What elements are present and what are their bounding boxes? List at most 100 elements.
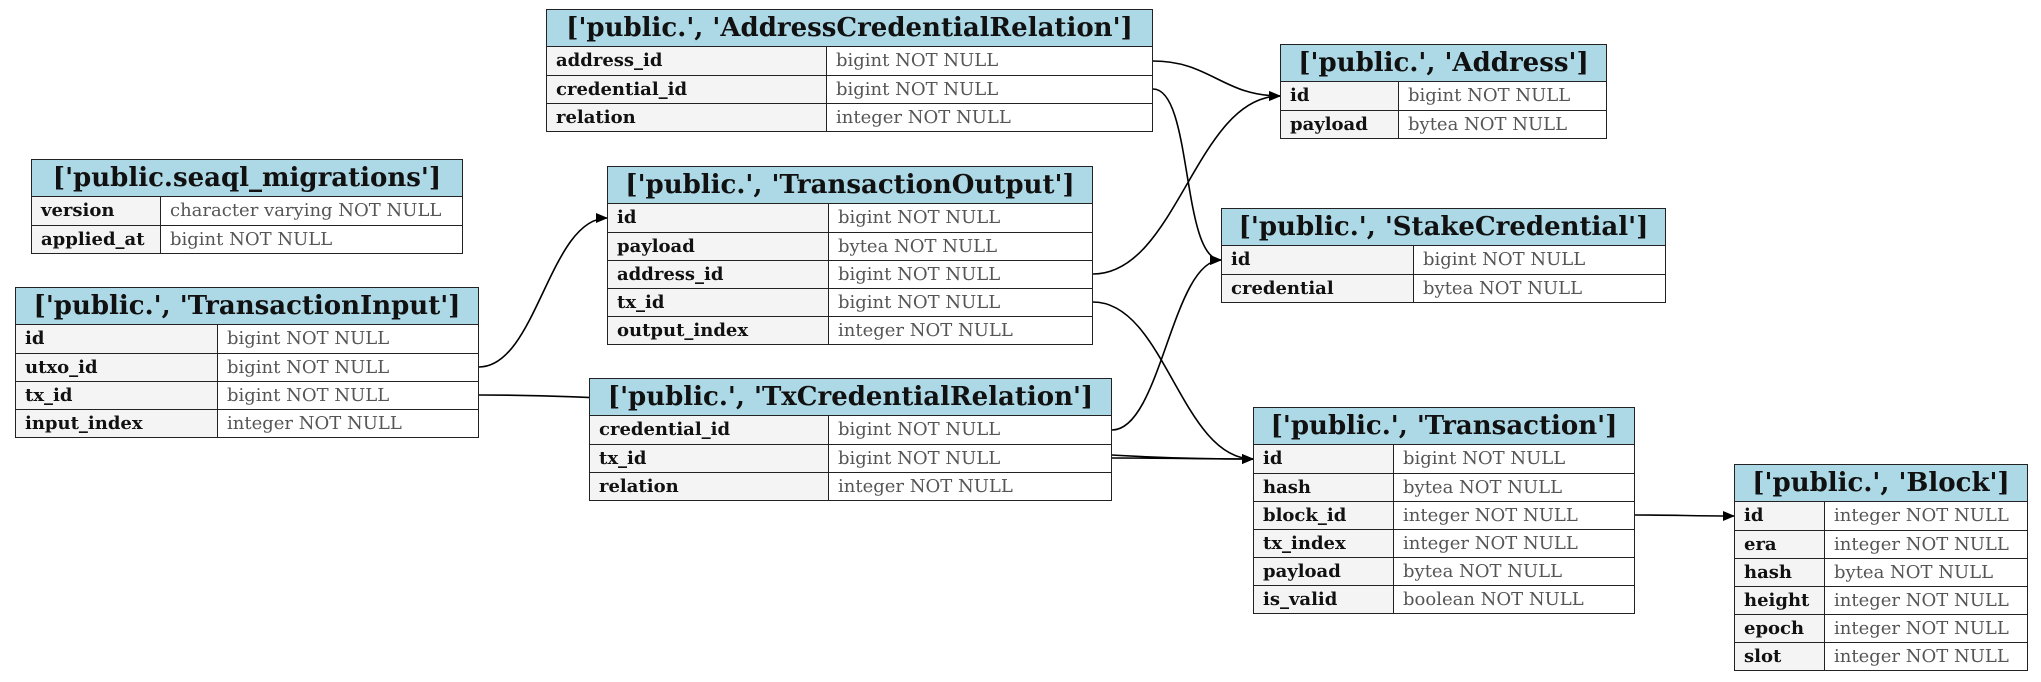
column-name: tx_id: [16, 382, 218, 409]
column-type: bigint NOT NULL: [1403, 448, 1566, 469]
column-name: id: [1254, 445, 1394, 473]
column-name: payload: [608, 233, 829, 260]
column-name: id: [1735, 502, 1825, 530]
table-title: ['public.seaql_migrations']: [32, 160, 462, 197]
column-row-output-index[interactable]: output_index integer NOT NULL: [608, 316, 1092, 344]
column-type: integer NOT NULL: [227, 413, 402, 434]
column-row-epoch[interactable]: epoch integer NOT NULL: [1735, 614, 2027, 642]
column-name: block_id: [1254, 502, 1394, 529]
column-type: integer NOT NULL: [1834, 590, 2009, 611]
table-seaql-migrations[interactable]: ['public.seaql_migrations']version charac…: [31, 159, 463, 254]
column-name: credential_id: [590, 416, 829, 444]
column-name: id: [1222, 246, 1414, 274]
table-address-credential-relation[interactable]: ['public.', 'AddressCredentialRelation']…: [546, 9, 1153, 132]
column-name: epoch: [1735, 615, 1825, 642]
column-type: bigint NOT NULL: [838, 448, 1001, 469]
column-name: slot: [1735, 643, 1825, 670]
column-row-height[interactable]: height integer NOT NULL: [1735, 586, 2027, 614]
column-name: tx_id: [590, 445, 829, 472]
column-name: version: [32, 197, 161, 225]
column-type: bigint NOT NULL: [838, 419, 1001, 440]
column-type: bigint NOT NULL: [838, 207, 1001, 228]
column-type: bigint NOT NULL: [838, 292, 1001, 313]
column-type: bytea NOT NULL: [1834, 562, 1994, 583]
column-type: bytea NOT NULL: [1403, 561, 1563, 582]
column-name: input_index: [16, 410, 218, 437]
column-name: output_index: [608, 317, 829, 344]
column-name: applied_at: [32, 226, 161, 253]
column-row-tx-index[interactable]: tx_index integer NOT NULL: [1254, 529, 1634, 557]
column-type: integer NOT NULL: [1834, 534, 2009, 555]
column-row-slot[interactable]: slot integer NOT NULL: [1735, 642, 2027, 670]
column-name: id: [608, 204, 829, 232]
column-row-credential-id[interactable]: credential_id bigint NOT NULL: [590, 416, 1111, 444]
column-type: bytea NOT NULL: [838, 236, 998, 257]
column-name: tx_index: [1254, 530, 1394, 557]
table-title: ['public.', 'TransactionInput']: [16, 288, 478, 325]
fk-edge-address-credential-relation-address-id: [1152, 60, 1281, 101]
column-type: bytea NOT NULL: [1423, 278, 1583, 299]
table-title: ['public.', 'TxCredentialRelation']: [590, 379, 1111, 416]
column-name: hash: [1254, 474, 1394, 501]
fk-edge-transaction-input-utxo-id: [478, 213, 608, 368]
column-row-tx-id[interactable]: tx_id bigint NOT NULL: [16, 381, 478, 409]
column-type: integer NOT NULL: [1834, 646, 2009, 667]
table-title: ['public.', 'Block']: [1735, 465, 2027, 502]
column-type: character varying NOT NULL: [170, 200, 442, 221]
column-type: integer NOT NULL: [1403, 505, 1578, 526]
column-name: height: [1735, 587, 1825, 614]
column-type: integer NOT NULL: [838, 320, 1013, 341]
column-row-payload[interactable]: payload bytea NOT NULL: [608, 232, 1092, 260]
column-type: integer NOT NULL: [1403, 533, 1578, 554]
column-row-id[interactable]: id bigint NOT NULL: [608, 204, 1092, 232]
column-type: bigint NOT NULL: [227, 385, 390, 406]
table-tx-credential-relation[interactable]: ['public.', 'TxCredentialRelation']crede…: [589, 378, 1112, 501]
column-name: tx_id: [608, 289, 829, 316]
column-row-input-index[interactable]: input_index integer NOT NULL: [16, 409, 478, 437]
fk-edge-transaction-output-address-id: [1092, 91, 1281, 275]
column-name: address_id: [608, 261, 829, 288]
column-row-id[interactable]: id bigint NOT NULL: [1254, 445, 1634, 473]
fk-edge-tx-credential-relation-tx-id: [1111, 453, 1254, 464]
column-name: credential: [1222, 275, 1414, 302]
column-row-version[interactable]: version character varying NOT NULL: [32, 197, 462, 225]
column-row-payload[interactable]: payload bytea NOT NULL: [1254, 557, 1634, 585]
fk-edge-transaction-block-id: [1634, 510, 1735, 521]
column-name: credential_id: [547, 76, 827, 103]
table-title: ['public.', 'AddressCredentialRelation']: [547, 10, 1152, 47]
table-title: ['public.', 'Address']: [1281, 45, 1606, 82]
column-name: id: [16, 325, 218, 353]
table-title: ['public.', 'StakeCredential']: [1222, 209, 1665, 246]
column-row-block-id[interactable]: block_id integer NOT NULL: [1254, 501, 1634, 529]
column-type: integer NOT NULL: [1834, 618, 2009, 639]
fk-edge-tx-credential-relation-credential-id: [1111, 255, 1222, 431]
column-type: bigint NOT NULL: [836, 50, 999, 71]
column-name: payload: [1254, 558, 1394, 585]
column-row-credential[interactable]: credential bytea NOT NULL: [1222, 274, 1665, 302]
fk-edge-address-credential-relation-credential-id: [1152, 88, 1222, 265]
column-row-tx-id[interactable]: tx_id bigint NOT NULL: [590, 444, 1111, 472]
column-row-tx-id[interactable]: tx_id bigint NOT NULL: [608, 288, 1092, 316]
